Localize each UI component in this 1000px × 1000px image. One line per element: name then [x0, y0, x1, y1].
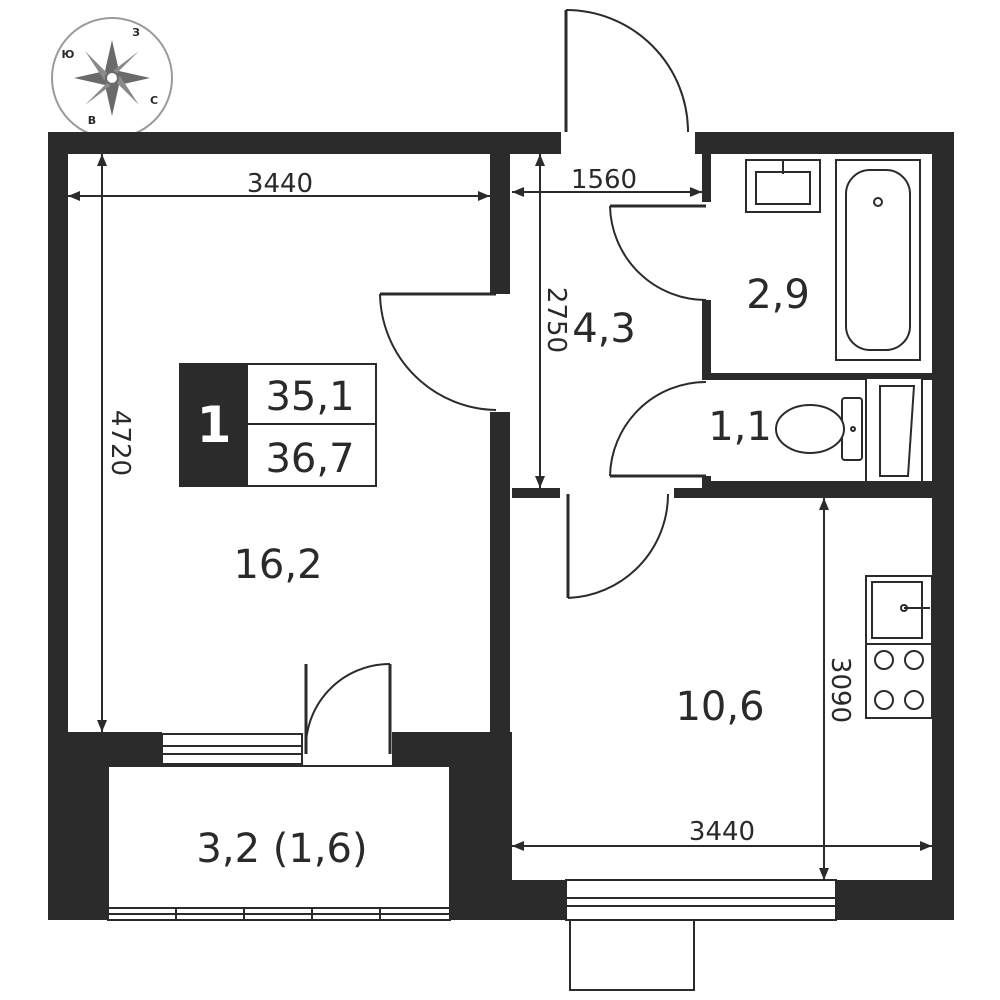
- dim-living-length-label: 4720: [105, 410, 135, 476]
- dim-kitchen-width: [512, 841, 932, 851]
- kitchen-area: 10,6: [675, 684, 764, 730]
- balcony-outline: [107, 765, 451, 909]
- living-window: [161, 733, 303, 765]
- entrance-door: [559, 9, 697, 154]
- kitchen-sink-icon: [865, 575, 933, 645]
- compass-label-v: В: [88, 114, 96, 127]
- kitchen-window: [565, 879, 837, 991]
- toilet-bottom-wall: [711, 481, 932, 488]
- compass-label-z: З: [132, 26, 140, 39]
- kitchen-door: [566, 493, 669, 599]
- kitchen-bottom-wall-right: [836, 880, 954, 920]
- dim-living-length: [97, 154, 107, 732]
- living-bottom-wall-left: [48, 732, 162, 766]
- left-wall: [48, 132, 68, 920]
- toilet-fixtures: [775, 377, 923, 483]
- dim-kitchen-length-label: 3090: [825, 657, 855, 723]
- dim-hall-length-label: 2750: [541, 287, 571, 353]
- compass-label-yu: Ю: [62, 48, 75, 61]
- compass-label-s: С: [150, 94, 158, 107]
- bathtub-icon: [835, 159, 921, 361]
- dim-living-width-label: 3440: [247, 169, 313, 199]
- living-hall-wall-bottom: [490, 412, 510, 880]
- exterior-walls: [48, 132, 954, 920]
- balcony-area: 3,2 (1,6): [196, 826, 367, 872]
- bathroom-door: [609, 204, 707, 301]
- cooktop-icon: [865, 643, 933, 719]
- shower-tray-icon: [865, 377, 923, 483]
- hall-area: 4,3: [572, 306, 636, 352]
- kitchen-window-sill: [569, 919, 695, 991]
- dim-living-width: [68, 191, 490, 201]
- right-wall: [932, 132, 954, 920]
- total-area-with-balcony: 36,7: [265, 436, 354, 482]
- toilet-door: [609, 381, 707, 478]
- bathroom-fixtures: [745, 159, 921, 361]
- top-wall-left: [48, 132, 560, 154]
- bath-toilet-wall: [711, 373, 932, 380]
- wet-zone-wall-mid: [702, 300, 711, 380]
- toilet-area: 1,1: [708, 404, 772, 450]
- compass-rose-icon: [74, 40, 150, 116]
- total-area: 35,1: [265, 374, 354, 420]
- dim-kitchen-length: [819, 498, 829, 880]
- dim-hall-length: [535, 154, 545, 488]
- balcony-glazing: [107, 907, 451, 921]
- balcony-door: [304, 662, 392, 755]
- doors: [304, 9, 707, 755]
- interior-walls: [490, 154, 932, 880]
- living-room-area: 16,2: [233, 542, 322, 588]
- washbasin-icon: [745, 159, 821, 213]
- wet-zone-wall-top: [702, 154, 711, 202]
- dim-hall-width: [512, 187, 702, 197]
- living-room-door: [379, 292, 497, 411]
- bathroom-area: 2,9: [746, 272, 810, 318]
- hall-kitchen-wall-right: [674, 488, 932, 498]
- living-hall-wall-top: [490, 154, 510, 294]
- dim-kitchen-width-label: 3440: [689, 817, 755, 847]
- kitchen-bottom-wall-left: [450, 880, 566, 920]
- compass: З С В Ю: [51, 17, 173, 139]
- dimension-lines: [68, 154, 932, 880]
- wet-zone-wall-bottom: [702, 476, 711, 488]
- balcony-left-wall: [48, 766, 108, 920]
- apartment-badge: 1 35,1 36,7: [179, 363, 377, 487]
- rooms-count: 1: [197, 396, 232, 454]
- top-wall-right: [696, 132, 954, 154]
- toilet-icon: [775, 397, 863, 461]
- dim-hall-width-label: 1560: [571, 165, 637, 195]
- rooms-count-block: [180, 364, 248, 486]
- hall-kitchen-wall-left: [512, 488, 560, 498]
- windows: [107, 733, 837, 991]
- kitchen-fixtures: [865, 575, 933, 719]
